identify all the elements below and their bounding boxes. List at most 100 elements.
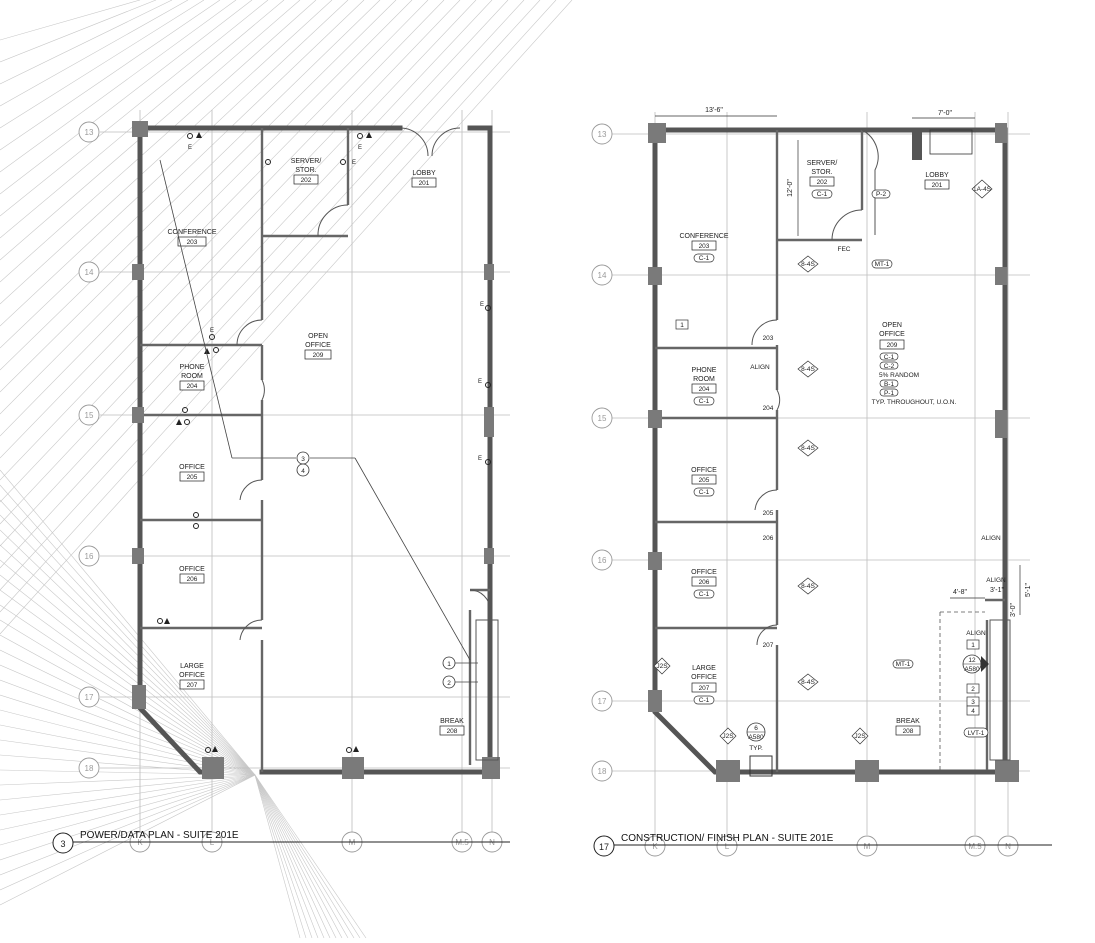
grid-bubble-15-r: 15 [591,407,613,429]
decorative-ray [254,774,361,939]
svg-text:209: 209 [887,342,898,349]
svg-text:ROOM: ROOM [693,376,715,383]
svg-text:C-2: C-2 [884,363,895,370]
svg-text:TYP. THROUGHOUT, U.O.N.: TYP. THROUGHOUT, U.O.N. [872,399,957,406]
svg-text:14: 14 [598,271,607,280]
svg-text:203: 203 [699,243,710,250]
break-floor-limit [939,611,985,770]
svg-text:LARGE: LARGE [180,663,204,670]
svg-text:13: 13 [85,128,94,137]
svg-text:8-4S: 8-4S [801,445,815,452]
decorative-ray [254,774,331,939]
decorative-ray [0,0,445,459]
svg-text:1A-4S: 1A-4S [973,186,992,193]
lobby-door-frame [929,129,973,155]
wall-type-tag: 8-4S [797,673,819,691]
grid-bubble-14: 14 [78,261,100,283]
svg-text:18: 18 [85,764,94,773]
decorative-ray [0,0,141,41]
svg-text:OFFICE: OFFICE [691,467,717,474]
door-tag-206: 206 [763,535,774,542]
svg-text:205: 205 [187,474,198,481]
svg-text:J2S: J2S [722,733,734,740]
svg-text:C-1: C-1 [699,489,710,496]
svg-text:P-2: P-2 [876,191,887,198]
svg-text:208: 208 [447,728,458,735]
svg-text:N: N [1005,842,1011,851]
decorative-ray [0,0,285,239]
dim-3-1: 3'-1" [990,587,1004,594]
svg-text:P-1: P-1 [884,390,895,397]
room-label-lobby-right: LOBBY 201 [924,172,950,190]
svg-text:CONFERENCE: CONFERENCE [167,229,216,236]
outlet-marker: E [340,159,356,166]
dim-12-0: 12'-0" [787,179,794,197]
svg-text:POWER/DATA PLAN - SUITE 201E: POWER/DATA PLAN - SUITE 201E [80,830,239,841]
svg-text:MT-1: MT-1 [896,661,911,668]
decorative-ray [0,499,256,776]
svg-text:206: 206 [699,579,710,586]
svg-text:6: 6 [754,725,758,732]
svg-text:STOR.: STOR. [295,167,316,174]
decorative-ray [254,774,319,939]
svg-text:202: 202 [301,177,312,184]
power-data-plan: 13 14 15 16 17 18 K L M M.5 N [52,110,510,854]
svg-text:209: 209 [313,352,324,359]
svg-text:16: 16 [598,556,607,565]
interior-partitions-left [140,128,490,772]
fec-label: FEC [838,246,851,253]
decorative-ray [0,0,269,217]
svg-text:J2S: J2S [854,733,866,740]
decorative-ray [0,774,256,861]
svg-text:206: 206 [187,576,198,583]
dim-7-0: 7'-0" [938,110,952,117]
p2-tag: P-2 [871,189,891,199]
decorative-ray [0,574,256,776]
decorative-ray [0,0,173,85]
svg-text:E: E [210,328,214,334]
svg-text:204: 204 [187,383,198,390]
decorative-ray [0,604,256,776]
power-outlet-symbols: E E E E E E E [157,132,491,753]
outlet-marker [193,512,199,529]
decorative-ray [0,0,429,437]
svg-text:208: 208 [903,728,914,735]
room-label-server-left: SERVER/ STOR. 202 [291,158,321,185]
room-label-phone-room-left: PHONE ROOM 204 [180,364,205,391]
svg-text:16: 16 [85,552,94,561]
svg-text:207: 207 [699,685,710,692]
callout-bubble-2: 2 [442,675,478,689]
svg-text:15: 15 [598,414,607,423]
outlet-marker [346,746,359,753]
svg-text:M.5: M.5 [968,842,982,851]
decorative-ray [254,774,325,939]
svg-text:A580: A580 [964,666,980,673]
decorative-ray [0,649,256,776]
outlet-marker: E [357,132,372,151]
svg-text:203: 203 [187,239,198,246]
decorative-ray [0,774,256,906]
svg-text:L: L [725,842,730,851]
svg-text:STOR.: STOR. [811,169,832,176]
svg-text:MT-1: MT-1 [875,261,890,268]
grid-bubble-16: 16 [78,545,100,567]
detail-callout-12: 12 A580 [962,654,989,674]
mt1-tag-server: MT-1 [871,259,893,269]
grid-bubble-col-k-r: K [644,835,666,857]
svg-text:C-1: C-1 [699,697,710,704]
room-label-lobby-left: LOBBY 201 [411,170,437,188]
dim-4-8: 4'-8" [953,589,967,596]
dim-13-6: 13'-6" [705,107,723,114]
wall-type-tag: J2S [719,727,737,745]
svg-text:4: 4 [971,708,975,715]
svg-text:13: 13 [598,130,607,139]
svg-text:1: 1 [971,642,975,649]
door-tag-204: 204 [763,405,774,412]
svg-text:C-1: C-1 [699,398,710,405]
align-label-phone: ALIGN [750,364,770,371]
svg-text:LARGE: LARGE [692,665,716,672]
structural-columns-left [132,121,500,779]
svg-text:TYP.: TYP. [749,745,763,752]
grid-bubble-16-r: 16 [591,549,613,571]
